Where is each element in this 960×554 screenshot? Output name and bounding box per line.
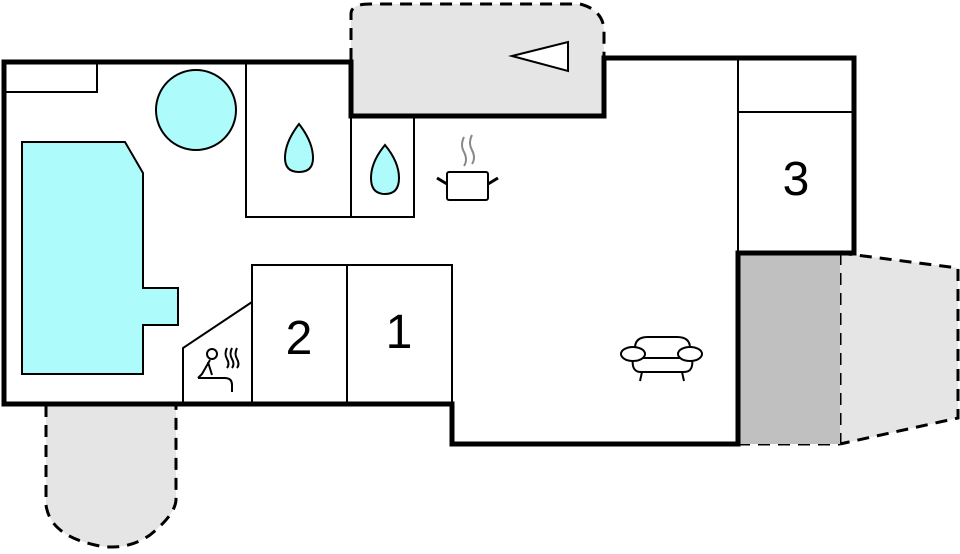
room-label-1: 1 <box>385 306 413 359</box>
pool-icon <box>21 141 179 375</box>
water-drop-icon <box>283 122 315 174</box>
terrace-bottom-left <box>46 405 176 548</box>
covered-terrace-right <box>738 253 840 444</box>
terrace-bottom-left-dashed-edge <box>44 405 178 549</box>
terrace-top <box>351 4 604 116</box>
water-drop-icon <box>369 143 401 196</box>
entrance-arrow-icon <box>508 40 569 73</box>
hot-tub-icon <box>155 69 237 151</box>
room-label-3: 3 <box>782 153 810 206</box>
sofa-icon <box>620 336 703 382</box>
terrace-right <box>840 253 958 444</box>
cooking-pot-icon <box>436 134 499 201</box>
exterior-walls <box>1 55 857 447</box>
terrace-top-dashed-edge <box>349 2 606 60</box>
sauna-icon <box>197 347 240 392</box>
room-label-2: 2 <box>285 312 313 365</box>
